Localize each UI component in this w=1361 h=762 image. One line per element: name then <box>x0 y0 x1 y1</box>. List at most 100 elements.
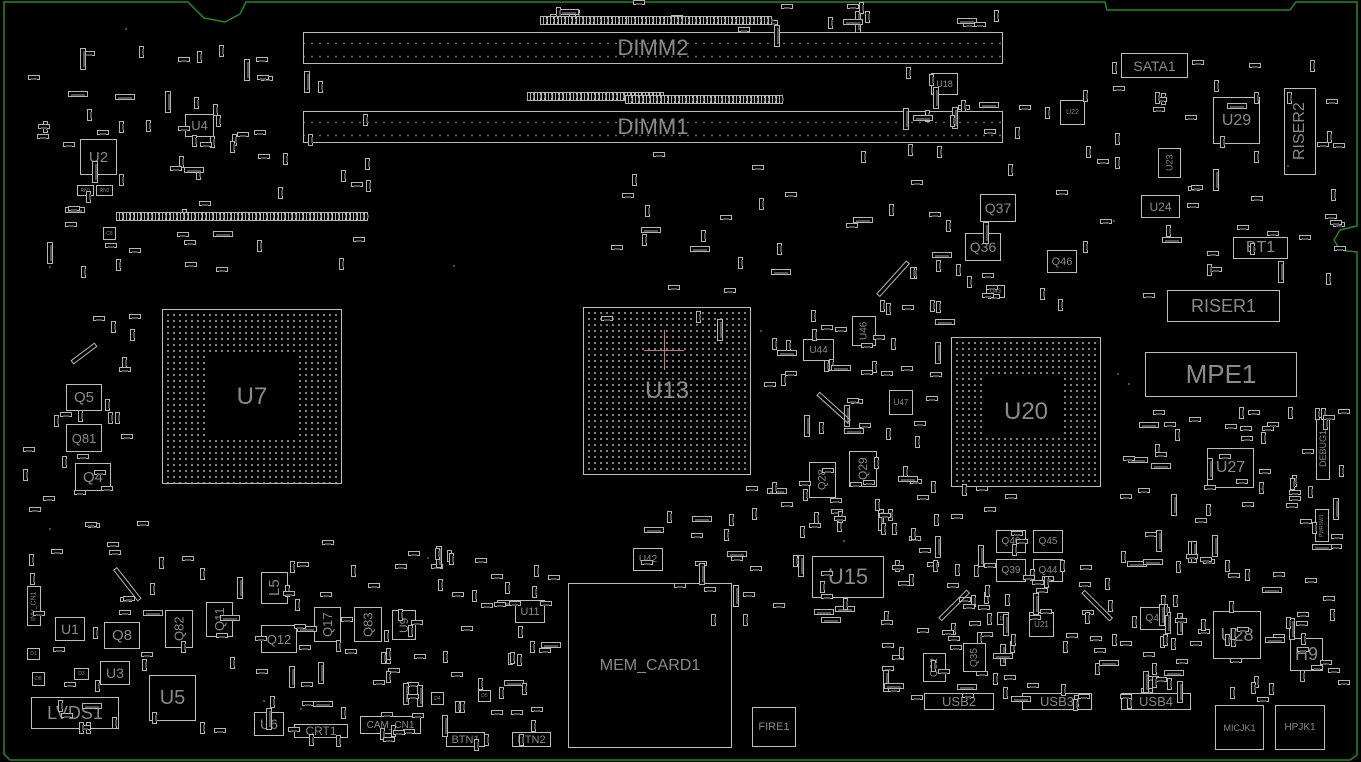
u24-component[interactable]: U24 <box>1141 195 1180 218</box>
u11-component[interactable]: U11 <box>515 600 545 623</box>
via <box>300 708 302 710</box>
usb2-label: USB2 <box>942 694 976 709</box>
mem-card1-slot[interactable]: MEM_CARD1 <box>568 583 732 748</box>
passive-pad <box>1187 203 1199 208</box>
q29-component[interactable]: Q29 <box>849 451 877 487</box>
q28-component[interactable]: Q28 <box>809 462 836 498</box>
passive-pad <box>510 652 515 664</box>
rn2-component[interactable]: RN2 <box>96 185 113 196</box>
passive-pad <box>931 660 936 672</box>
passive-pad <box>108 412 113 424</box>
d1-component[interactable]: D1 <box>27 648 40 660</box>
c8-component[interactable]: C8 <box>103 227 116 240</box>
rn1-label: RN1 <box>78 186 93 195</box>
passive-pad <box>898 476 918 482</box>
usb4-component[interactable]: USB4 <box>1121 693 1191 710</box>
l5-component[interactable]: L5 <box>261 572 288 604</box>
q44-label: Q44 <box>1038 565 1058 576</box>
usb2-component[interactable]: USB2 <box>924 693 994 710</box>
passive-pad <box>23 447 35 452</box>
rn1-component[interactable]: RN1 <box>77 185 94 196</box>
u23-component[interactable]: U23 <box>1158 148 1181 178</box>
bt1-component[interactable]: BT1 <box>1233 237 1288 259</box>
passive-pad <box>381 712 393 717</box>
u28-component[interactable]: U28 <box>1213 611 1261 659</box>
passive-pad <box>902 305 914 310</box>
q32-component[interactable]: Q32 <box>923 653 946 682</box>
u2-component[interactable]: U2 <box>80 139 117 175</box>
dimm1-slot[interactable]: DIMM1 <box>303 111 1003 143</box>
q35-component[interactable]: Q35 <box>963 643 986 672</box>
u46-component[interactable]: U46 <box>852 316 876 346</box>
u3-component[interactable]: U3 <box>100 661 130 685</box>
passive-pad <box>302 701 314 706</box>
q45-component[interactable]: Q45 <box>1033 530 1063 553</box>
passive-pad <box>1139 422 1159 428</box>
btn2-component[interactable]: BTN2 <box>512 732 551 747</box>
via <box>263 700 265 702</box>
u5-component[interactable]: U5 <box>149 675 196 721</box>
u7-chip[interactable]: U7 <box>162 309 342 484</box>
passive-pad <box>53 647 65 652</box>
u1-component[interactable]: U1 <box>55 617 85 641</box>
passive-pad <box>443 651 448 663</box>
u4-component[interactable]: U4 <box>185 114 214 137</box>
q39-component[interactable]: Q39 <box>996 559 1026 582</box>
hpjk1-component[interactable]: HPJK1 <box>1275 705 1325 750</box>
d4-component[interactable]: D4 <box>431 692 444 705</box>
micjk1-component[interactable]: MICJK1 <box>1215 705 1264 750</box>
passive-pad <box>197 51 202 63</box>
d3-component[interactable]: D3 <box>74 668 89 680</box>
mpe1-component[interactable]: MPE1 <box>1145 352 1297 397</box>
fire1-component[interactable]: FIRE1 <box>752 707 796 747</box>
q37-component[interactable]: Q37 <box>980 194 1016 222</box>
passive-pad <box>37 134 49 139</box>
l5-label: L5 <box>266 579 283 597</box>
passive-pad <box>846 223 858 228</box>
passive-pad <box>811 310 816 322</box>
u13-chip[interactable]: U13 <box>583 307 751 475</box>
passive-pad <box>1175 429 1180 441</box>
u44-component[interactable]: U44 <box>803 339 834 361</box>
d5-component[interactable]: D5 <box>478 690 491 702</box>
passive-pad <box>165 91 171 113</box>
via <box>453 265 455 267</box>
pwrsw1-component[interactable]: PWRSW1 <box>1315 509 1329 542</box>
q46-component[interactable]: Q46 <box>1047 250 1077 273</box>
q5-component[interactable]: Q5 <box>66 384 102 411</box>
passive-pad <box>771 269 791 275</box>
d8-component[interactable]: D8 <box>32 672 45 686</box>
q83-component[interactable]: Q83 <box>354 607 382 642</box>
q81-component[interactable]: Q81 <box>66 424 102 452</box>
u42-component[interactable]: U42 <box>633 548 663 571</box>
passive-pad <box>541 642 561 648</box>
passive-pad <box>828 17 833 29</box>
passive-pad <box>115 412 120 424</box>
passive-pad <box>969 621 981 626</box>
q8-component[interactable]: Q8 <box>104 622 140 649</box>
passive-pad <box>93 627 98 639</box>
btn1-component[interactable]: BTN1 <box>446 732 485 747</box>
passive-pad <box>978 605 990 610</box>
inv-cn1-component[interactable]: INV_CN1 <box>27 586 41 626</box>
dimm2-slot[interactable]: DIMM2 <box>303 32 1003 64</box>
passive-pad <box>540 601 552 606</box>
passive-pad <box>1115 133 1120 145</box>
u47-component[interactable]: U47 <box>889 390 913 415</box>
lvds1-component[interactable]: LVDS1 <box>31 697 119 729</box>
u22-component[interactable]: U22 <box>1060 100 1085 125</box>
q17-component[interactable]: Q17 <box>314 607 341 642</box>
passive-pad <box>146 120 151 132</box>
riser2-component[interactable]: RISER2 <box>1284 88 1316 175</box>
sata1-component[interactable]: SATA1 <box>1121 53 1188 78</box>
passive-pad <box>1213 169 1219 191</box>
u9-component[interactable]: U9 <box>392 610 416 640</box>
passive-pad <box>1143 671 1149 693</box>
u20-chip[interactable]: U20 <box>951 337 1101 487</box>
q82-component[interactable]: Q82 <box>165 610 193 648</box>
u15-component[interactable]: U15 <box>812 556 884 598</box>
u29-component[interactable]: U29 <box>1213 97 1260 144</box>
passive-pad <box>879 513 891 518</box>
riser1-component[interactable]: RISER1 <box>1167 290 1280 322</box>
